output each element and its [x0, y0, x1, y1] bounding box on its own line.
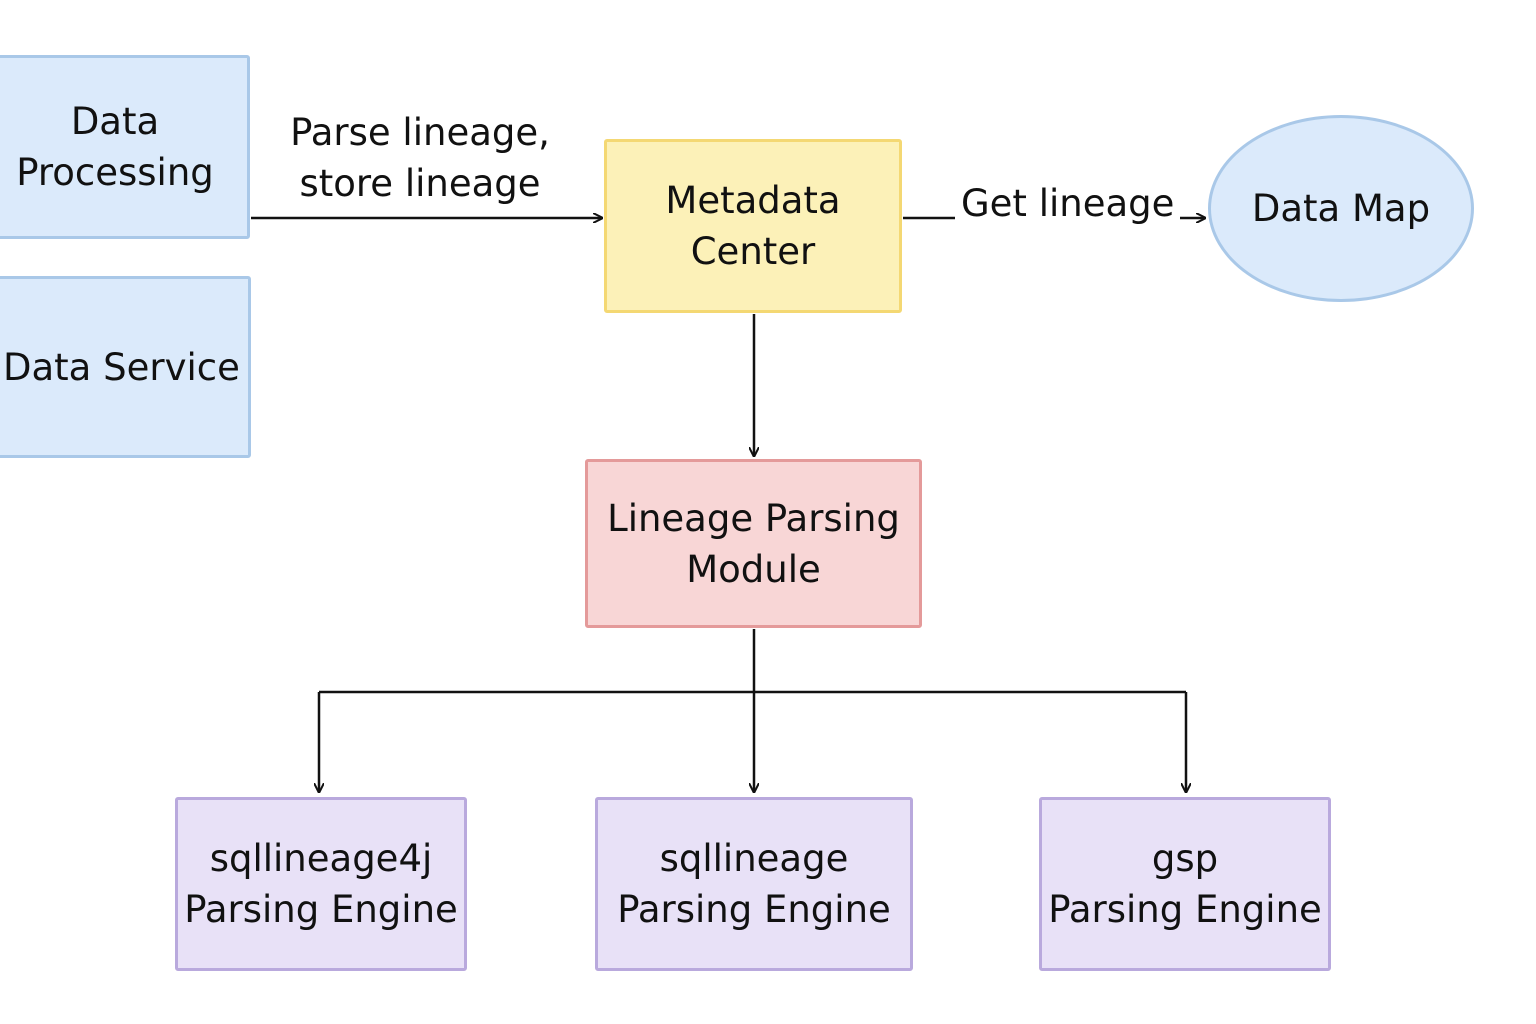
node-data-processing: Data Processing [0, 55, 250, 239]
node-label-line: Data Service [3, 345, 240, 389]
node-label-line: Processing [16, 151, 214, 194]
node-label-line: Parsing Engine [1048, 888, 1322, 931]
edge-label-parse-store: Parse lineage, store lineage [280, 107, 560, 209]
node-label-line: Parsing Engine [184, 888, 458, 931]
edge-label-line: Parse lineage, [290, 111, 550, 154]
node-engine-gsp: gsp Parsing Engine [1039, 797, 1331, 971]
node-data-service: Data Service [0, 276, 251, 458]
node-metadata-center: Metadata Center [604, 139, 902, 313]
edge-label-line: store lineage [299, 162, 541, 205]
edge-label-get-lineage: Get lineage [955, 178, 1181, 229]
node-label-line: sqllineage4j [209, 837, 433, 880]
node-label-line: gsp [1151, 837, 1219, 880]
node-engine-sqllineage4j: sqllineage4j Parsing Engine [175, 797, 467, 971]
node-label-line: Parsing Engine [617, 888, 891, 931]
node-label-line: Lineage Parsing [607, 496, 900, 540]
node-label-line: Module [686, 547, 821, 591]
node-label-line: Data Map [1251, 187, 1431, 230]
node-label-line: sqllineage [659, 837, 849, 880]
node-label-line: Center [690, 230, 816, 273]
node-engine-sqllineage: sqllineage Parsing Engine [595, 797, 913, 971]
node-label-line: Data [70, 100, 160, 143]
node-lineage-parsing-module: Lineage Parsing Module [585, 459, 922, 628]
node-data-map: Data Map [1208, 115, 1474, 302]
node-label-line: Metadata [665, 179, 841, 222]
